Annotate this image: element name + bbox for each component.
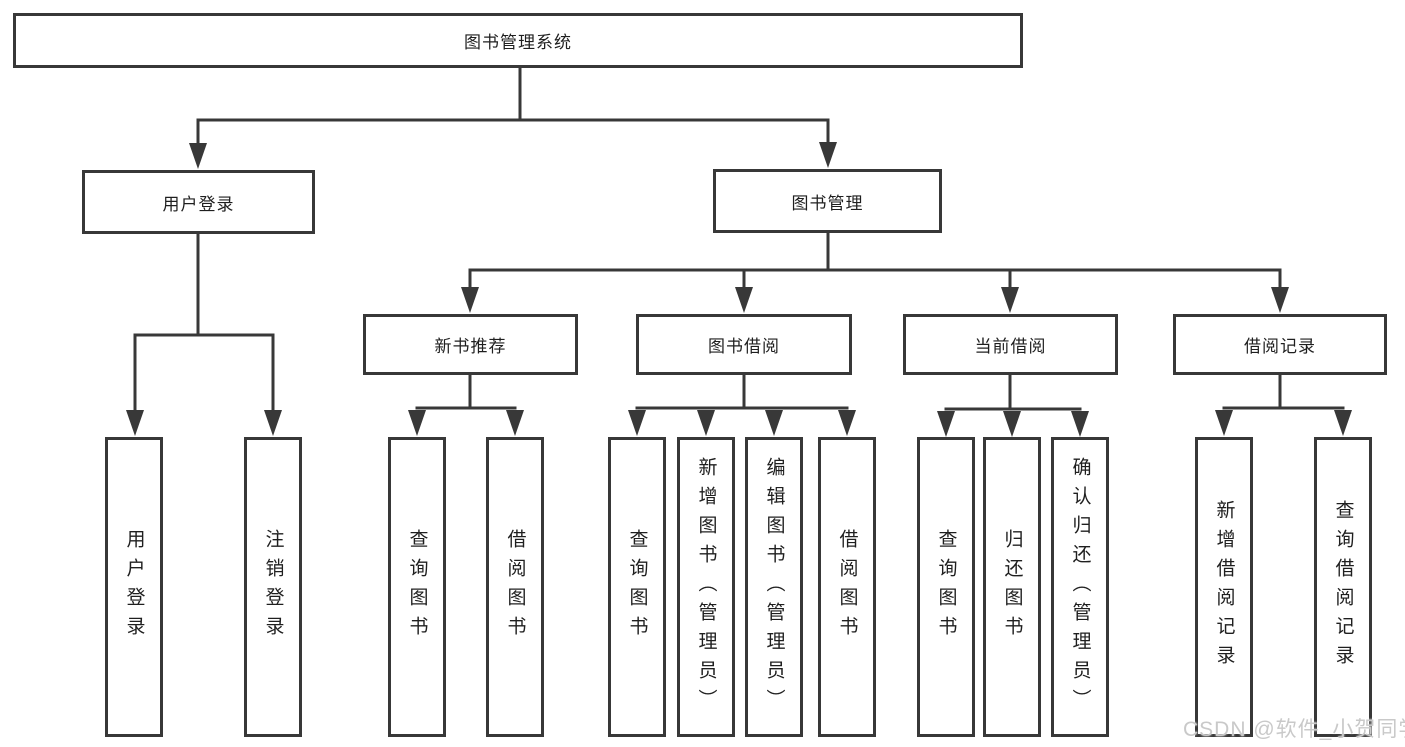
leaf-records-add-borrow-record: 新增借阅记录	[1195, 437, 1253, 737]
node-book-management: 图书管理	[713, 169, 942, 233]
leaf-borrow-add-books-admin: 新增图书（管理员）	[677, 437, 735, 737]
leaf-records-query-borrow-record: 查询借阅记录	[1314, 437, 1372, 737]
node-label: 查询图书	[406, 529, 428, 645]
node-label: 查询图书	[935, 529, 957, 645]
leaf-borrow-borrow-books: 借阅图书	[818, 437, 876, 737]
node-label: 查询借阅记录	[1332, 500, 1354, 674]
leaf-newbook-borrow-books: 借阅图书	[486, 437, 544, 737]
leaf-user-login: 用户登录	[105, 437, 163, 737]
leaf-current-confirm-return-admin: 确认归还（管理员）	[1051, 437, 1109, 737]
node-user-login: 用户登录	[82, 170, 315, 234]
csdn-watermark: CSDN @软件_小贺同学	[1183, 718, 1405, 741]
node-label: 新书推荐	[434, 337, 507, 356]
node-label: 确认归还（管理员）	[1069, 456, 1091, 718]
node-label: 注销登录	[262, 529, 284, 645]
node-current-borrow: 当前借阅	[903, 314, 1118, 375]
leaf-borrow-edit-books-admin: 编辑图书（管理员）	[745, 437, 803, 737]
leaf-current-return-books: 归还图书	[983, 437, 1041, 737]
node-label: 归还图书	[1001, 529, 1023, 645]
node-new-book-recommend: 新书推荐	[363, 314, 578, 375]
leaf-logout: 注销登录	[244, 437, 302, 737]
node-borrow-records: 借阅记录	[1173, 314, 1387, 375]
node-book-borrow: 图书借阅	[636, 314, 852, 375]
node-label: 新增图书（管理员）	[695, 456, 717, 718]
node-label: 借阅图书	[836, 529, 858, 645]
node-label: 查询图书	[626, 529, 648, 645]
node-label: 图书借阅	[708, 337, 780, 356]
node-book-management-system: 图书管理系统	[13, 13, 1023, 68]
node-label: 图书管理	[791, 193, 864, 213]
leaf-newbook-query-books: 查询图书	[388, 437, 446, 737]
node-label: 图书管理系统	[464, 33, 572, 52]
leaf-current-query-books: 查询图书	[917, 437, 975, 737]
node-label: 借阅图书	[504, 529, 526, 645]
node-label: 编辑图书（管理员）	[763, 456, 785, 718]
node-label: 用户登录	[162, 194, 235, 214]
node-label: 用户登录	[123, 529, 145, 645]
leaf-borrow-query-books: 查询图书	[608, 437, 666, 737]
node-label: 借阅记录	[1244, 337, 1316, 356]
node-label: 当前借阅	[974, 337, 1047, 356]
node-label: 新增借阅记录	[1213, 500, 1235, 674]
